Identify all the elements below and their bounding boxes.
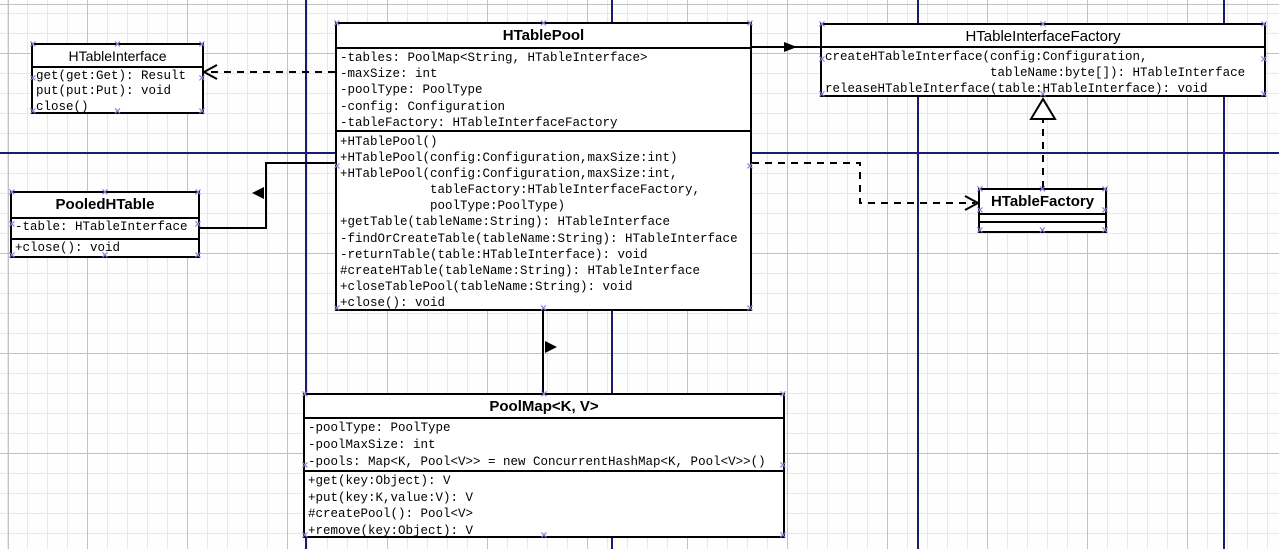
dependency-arrow-htablepool-to-htableinterface[interactable]: [201, 64, 335, 80]
member-line: createHTableInterface(config:Configurati…: [825, 50, 1148, 64]
operation-line: #createPool(): Pool<V>: [308, 507, 474, 521]
member-line: close(): [36, 99, 89, 112]
empty-operations-compartment: [980, 221, 1105, 231]
class-box-htablepool[interactable]: HTablePool -tables: PoolMap<String, HTab…: [333, 19, 754, 314]
page-break-line-vertical: [917, 0, 919, 549]
attribute-line: -tables: PoolMap<String, HTableInterface…: [340, 51, 648, 65]
open-arrowhead-icon: [964, 195, 981, 211]
dependency-arrow-htablepool-to-htablefactory[interactable]: [752, 162, 981, 211]
operation-line: +put(key:K,value:V): V: [308, 490, 474, 505]
class-box-pooledhtable[interactable]: PooledHTable -table: HTableInterface +cl…: [8, 188, 202, 261]
attribute-line: -maxSize: int: [340, 67, 438, 82]
attribute-line: -poolType: PoolType: [340, 83, 483, 98]
operation-line: +close(): void: [340, 295, 446, 310]
operation-line: +getTable(tableName:String): HTableInter…: [340, 215, 671, 230]
operation-line: #createHTable(tableName:String): HTableI…: [340, 263, 701, 278]
operation-line: tableFactory:HTableInterfaceFactory,: [340, 183, 701, 198]
member-line: get(get:Get): Result: [36, 69, 187, 83]
page-break-line-vertical: [305, 0, 307, 549]
class-title: HTableInterface: [68, 48, 167, 64]
realization-arrow-htablefactory-to-htableinterfacefactory[interactable]: [1029, 97, 1057, 188]
attribute-line: -poolType: PoolType: [308, 421, 451, 435]
class-box-poolmap[interactable]: PoolMap<K, V> -poolType: PoolType -poolM…: [301, 390, 787, 541]
association-htablepool-to-htableinterfacefactory[interactable]: [752, 42, 820, 52]
operation-line: +HTablePool(config:Configuration,maxSize…: [340, 167, 678, 182]
member-line: releaseHTableInterface(table:HTableInter…: [825, 82, 1208, 95]
attribute-line: -tableFactory: HTableInterfaceFactory: [340, 115, 618, 130]
class-box-htableinterface[interactable]: HTableInterface get(get:Get): Result put…: [29, 40, 206, 117]
operation-line: +remove(key:Object): V: [308, 523, 474, 538]
operation-line: +get(key:Object): V: [308, 474, 451, 488]
operation-line: poolType:PoolType): [340, 199, 566, 214]
member-line: tableName:byte[]): HTableInterface: [825, 66, 1246, 80]
operation-line: +closeTablePool(tableName:String): void: [340, 279, 633, 294]
association-htablepool-to-poolmap[interactable]: [542, 311, 557, 393]
class-title: PoolMap<K, V>: [489, 398, 599, 415]
association-htablepool-to-pooledhtable[interactable]: [200, 162, 335, 229]
attribute-line: -table: HTableInterface: [15, 220, 188, 234]
operation-line: -findOrCreateTable(tableName:String): HT…: [340, 231, 738, 246]
attribute-line: -pools: Map<K, Pool<V>> = new Concurrent…: [308, 455, 766, 469]
open-arrowhead-icon: [201, 64, 218, 80]
page-break-line-vertical: [1223, 0, 1225, 549]
attribute-line: -poolMaxSize: int: [308, 438, 436, 452]
operation-line: +close(): void: [15, 241, 121, 255]
attribute-line: -config: Configuration: [340, 99, 506, 114]
class-box-htablefactory[interactable]: HTableFactory ××××××××: [976, 185, 1109, 236]
hollow-triangle-icon: [1029, 97, 1057, 120]
operation-line: +HTablePool(config:Configuration,maxSize…: [340, 151, 678, 166]
member-line: put(put:Put): void: [36, 84, 172, 99]
direction-arrow-icon: [784, 42, 797, 52]
class-box-htableinterfacefactory[interactable]: HTableInterfaceFactory createHTableInter…: [818, 20, 1268, 100]
operation-line: -returnTable(table:HTableInterface): voi…: [340, 247, 648, 262]
class-title: HTablePool: [502, 27, 585, 44]
class-title: HTableInterfaceFactory: [965, 28, 1121, 45]
class-title: HTableFactory: [990, 193, 1095, 210]
empty-attributes-compartment: [980, 213, 1105, 221]
class-title: PooledHTable: [55, 196, 155, 213]
direction-arrow-icon: [545, 341, 557, 353]
operation-line: +HTablePool(): [340, 135, 438, 149]
direction-arrow-icon: [252, 187, 264, 199]
